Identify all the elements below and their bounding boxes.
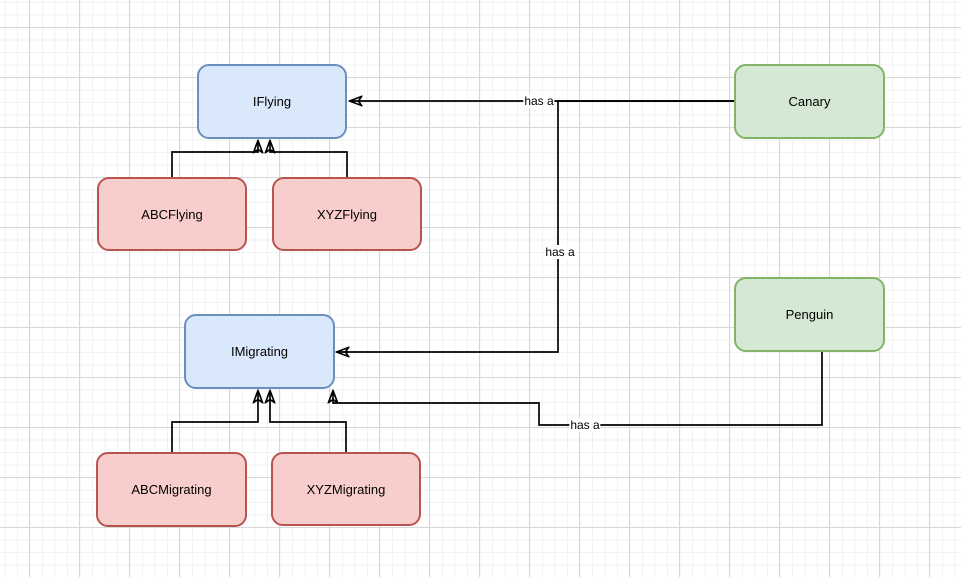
edge-label-canary-imigrating[interactable]: has a: [544, 245, 576, 259]
edge-penguin-to-imigrating[interactable]: [333, 352, 823, 426]
edge-xyzflying-to-iflying[interactable]: [270, 141, 348, 177]
node-xyzflying[interactable]: XYZFlying: [272, 177, 422, 251]
node-xyzflying-label: XYZFlying: [317, 206, 377, 222]
edge-label-canary-iflying[interactable]: has a: [523, 94, 555, 108]
node-iflying-label: IFlying: [252, 94, 292, 109]
node-xyzmigrating-label: XYZMigrating: [306, 481, 386, 497]
node-canary-label: Canary: [788, 94, 831, 109]
node-abcflying-label: ABCFlying: [141, 206, 203, 222]
edge-canary-to-imigrating[interactable]: [337, 100, 734, 352]
node-abcmigrating[interactable]: ABCMigrating: [96, 452, 247, 527]
node-abcflying[interactable]: ABCFlying: [97, 177, 247, 251]
edge-label-penguin-imigrating[interactable]: has a: [569, 418, 601, 432]
node-iflying[interactable]: IFlying: [197, 64, 347, 139]
node-abcmigrating-label: ABCMigrating: [131, 482, 212, 497]
edge-abcmigrating-to-imigrating[interactable]: [171, 391, 258, 452]
node-canary[interactable]: Canary: [734, 64, 885, 139]
edge-xyzmigrating-to-imigrating[interactable]: [270, 391, 347, 452]
node-xyzmigrating[interactable]: XYZMigrating: [271, 452, 421, 526]
edge-abcflying-to-iflying[interactable]: [171, 141, 258, 177]
node-penguin-label: Penguin: [785, 307, 834, 322]
node-penguin[interactable]: Penguin: [734, 277, 885, 352]
node-imigrating-label: IMigrating: [230, 344, 289, 359]
node-imigrating[interactable]: IMigrating: [184, 314, 335, 389]
